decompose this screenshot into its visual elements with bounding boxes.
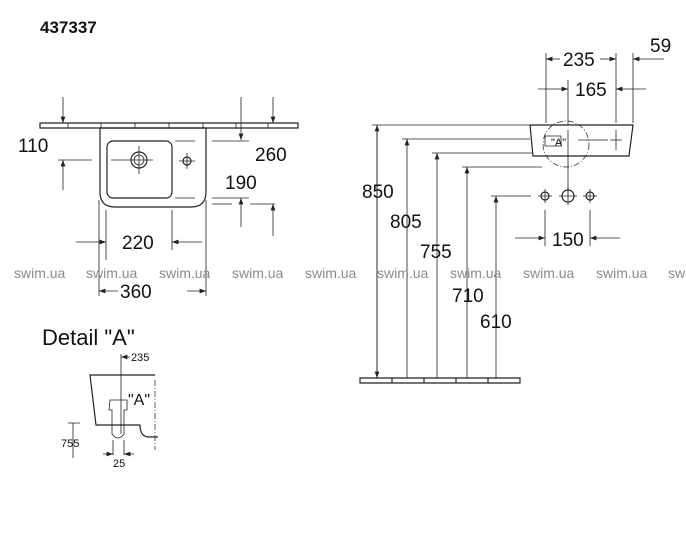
watermark: swim.ua — [668, 265, 686, 281]
height-805: 805 — [390, 212, 422, 233]
dim-110: 110 — [18, 136, 48, 157]
detail-dim-25: 25 — [113, 458, 125, 470]
elevation-view: "A" 850 805 755 710 610 150 235 165 59 — [359, 36, 671, 384]
dim-220: 220 — [122, 233, 154, 254]
watermark: swim.ua — [232, 265, 284, 281]
detail-title: Detail "A" — [42, 325, 135, 350]
watermark: swim.ua — [377, 265, 429, 281]
watermark: swim.ua — [14, 265, 66, 281]
supply-connection-icons — [538, 187, 597, 205]
dim-190: 190 — [225, 173, 257, 194]
watermark: swim.ua — [86, 265, 138, 281]
bowl-outline — [106, 140, 173, 199]
basin-outline — [99, 127, 207, 208]
dim-59: 59 — [650, 36, 671, 57]
height-755: 755 — [420, 242, 452, 263]
dim-235: 235 — [563, 50, 595, 71]
dim-150: 150 — [552, 230, 584, 251]
detail-a: Detail "A" 235 "A" 755 25 — [42, 325, 158, 470]
height-710: 710 — [452, 286, 484, 307]
dim-360: 360 — [120, 282, 152, 303]
watermark: swim.ua — [596, 265, 648, 281]
watermark: swim.ua — [305, 265, 357, 281]
basin-profile — [529, 124, 634, 157]
dim-260: 260 — [255, 145, 287, 166]
height-850: 850 — [362, 182, 394, 203]
watermark: swim.ua — [450, 265, 502, 281]
product-number: 437337 — [40, 18, 97, 37]
height-610: 610 — [480, 312, 512, 333]
watermark-row: swim.ua swim.ua swim.ua swim.ua swim.ua … — [14, 265, 686, 281]
detail-marker: "A" — [551, 137, 566, 149]
detail-dim-755: 755 — [61, 438, 79, 450]
watermark: swim.ua — [523, 265, 575, 281]
dim-165: 165 — [575, 80, 607, 101]
detail-dim-235: 235 — [131, 352, 149, 364]
plan-view: 110 260 190 220 360 — [18, 97, 299, 303]
watermark: swim.ua — [159, 265, 211, 281]
detail-marker-a: "A" — [128, 392, 150, 409]
